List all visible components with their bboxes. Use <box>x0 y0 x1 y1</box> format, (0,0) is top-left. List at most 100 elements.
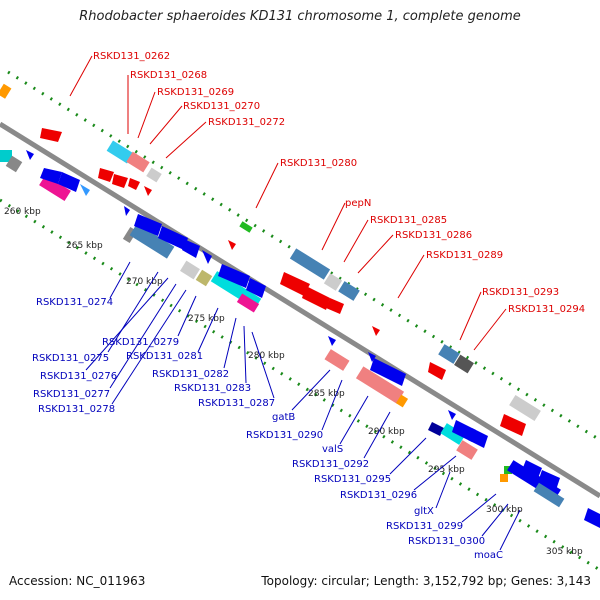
gene-feature[interactable] <box>124 206 130 216</box>
gene-label[interactable]: RSKD131_0278 <box>38 404 115 415</box>
gene-label[interactable]: RSKD131_0280 <box>280 158 357 169</box>
gene-feature[interactable] <box>195 269 213 287</box>
gene-feature[interactable] <box>236 293 260 313</box>
scale-label: 305 kbp <box>546 547 583 557</box>
gene-feature[interactable] <box>126 151 150 173</box>
gene-feature[interactable] <box>246 278 266 298</box>
gene-feature[interactable] <box>533 482 565 508</box>
gene-feature[interactable] <box>500 474 508 482</box>
gene-feature[interactable] <box>146 167 162 183</box>
gene-feature[interactable] <box>202 250 212 264</box>
gene-feature[interactable] <box>158 226 188 250</box>
gene-label[interactable]: RSKD131_0286 <box>395 230 472 241</box>
gene-label[interactable]: RSKD131_0289 <box>426 250 503 261</box>
gene-feature[interactable] <box>112 174 128 188</box>
gene-label[interactable]: valS <box>322 444 343 455</box>
map-title: Rhodobacter sphaeroides KD131 chromosome… <box>79 9 521 24</box>
gene-feature[interactable] <box>456 440 478 460</box>
gene-feature[interactable] <box>180 260 200 280</box>
gene-feature[interactable] <box>228 240 236 250</box>
reverse-strand-features <box>0 150 600 528</box>
gene-feature[interactable] <box>182 240 200 258</box>
gene-label[interactable]: RSKD131_0290 <box>246 430 323 441</box>
gene-feature[interactable] <box>370 358 406 386</box>
gene-feature[interactable] <box>584 508 600 528</box>
gene-feature[interactable] <box>39 174 71 202</box>
scale-label: 275 kbp <box>188 314 225 324</box>
gene-feature[interactable] <box>98 168 114 182</box>
accession-text: Accession: NC_011963 <box>9 574 146 588</box>
gene-label[interactable]: RSKD131_0272 <box>208 117 285 128</box>
gene-feature[interactable] <box>509 394 541 422</box>
gene-feature[interactable] <box>522 460 542 478</box>
gene-label[interactable]: RSKD131_0268 <box>130 70 207 81</box>
gene-feature[interactable] <box>128 178 140 190</box>
gene-feature[interactable] <box>5 155 23 173</box>
gene-label[interactable]: RSKD131_0283 <box>174 383 251 394</box>
reverse-labels: RSKD131_0274 RSKD131_0275 RSKD131_0276 R… <box>32 297 503 561</box>
gene-label[interactable]: gltX <box>414 506 434 517</box>
gene-feature[interactable] <box>428 362 446 380</box>
gene-feature[interactable] <box>40 168 62 184</box>
gene-label[interactable]: RSKD131_0295 <box>314 474 391 485</box>
gene-label[interactable]: RSKD131_0262 <box>93 51 170 62</box>
scale-label: 285 kbp <box>308 389 345 399</box>
gene-feature[interactable] <box>372 326 380 336</box>
gene-feature[interactable] <box>454 354 474 374</box>
scale-label: 270 kbp <box>126 277 163 287</box>
gene-label[interactable]: RSKD131_0287 <box>198 398 275 409</box>
gene-feature[interactable] <box>368 352 376 362</box>
gene-feature[interactable] <box>0 83 12 99</box>
gene-label[interactable]: RSKD131_0269 <box>157 87 234 98</box>
gene-label[interactable]: RSKD131_0296 <box>340 490 417 501</box>
gene-feature[interactable] <box>338 281 360 301</box>
gene-feature[interactable] <box>500 414 526 436</box>
gene-label[interactable]: RSKD131_0300 <box>408 536 485 547</box>
gene-label[interactable]: RSKD131_0294 <box>508 304 585 315</box>
gene-feature[interactable] <box>395 394 409 408</box>
gene-feature[interactable] <box>289 248 331 280</box>
gene-feature[interactable] <box>323 273 343 291</box>
gene-label[interactable]: RSKD131_0270 <box>183 101 260 112</box>
gene-feature[interactable] <box>328 336 336 346</box>
gene-feature[interactable] <box>448 410 456 420</box>
gene-label[interactable]: RSKD131_0292 <box>292 459 369 470</box>
gene-feature[interactable] <box>440 423 466 445</box>
gene-label[interactable]: gatB <box>272 412 295 423</box>
gene-label[interactable]: RSKD131_0299 <box>386 521 463 532</box>
gene-feature[interactable] <box>58 172 80 192</box>
gene-feature[interactable] <box>26 150 34 160</box>
gene-feature[interactable] <box>428 422 444 436</box>
gene-label[interactable]: pepN <box>345 198 371 209</box>
gene-label[interactable]: RSKD131_0274 <box>36 297 113 308</box>
gene-feature[interactable] <box>355 366 405 404</box>
gene-feature[interactable] <box>302 286 330 310</box>
gene-feature[interactable] <box>326 298 344 314</box>
gene-feature[interactable] <box>129 223 175 259</box>
gene-feature[interactable] <box>468 428 488 448</box>
gene-feature[interactable] <box>218 264 250 288</box>
gene-feature[interactable] <box>144 186 152 196</box>
gene-label[interactable]: moaC <box>474 550 503 561</box>
gene-label[interactable]: RSKD131_0285 <box>370 215 447 226</box>
gene-label[interactable]: RSKD131_0276 <box>40 371 117 382</box>
gene-label[interactable]: RSKD131_0293 <box>482 287 559 298</box>
gene-label[interactable]: RSKD131_0277 <box>33 389 110 400</box>
gene-feature[interactable] <box>40 128 62 142</box>
gene-feature[interactable] <box>80 184 90 196</box>
gene-label[interactable]: RSKD131_0275 <box>32 353 109 364</box>
gene-feature[interactable] <box>280 272 310 296</box>
gene-feature[interactable] <box>538 470 560 490</box>
gene-feature[interactable] <box>106 140 134 164</box>
gene-feature[interactable] <box>134 214 162 236</box>
gene-feature[interactable] <box>438 344 460 364</box>
gene-label[interactable]: RSKD131_0282 <box>152 369 229 380</box>
scale-label: 280 kbp <box>248 351 285 361</box>
genome-summary-text: Topology: circular; Length: 3,152,792 bp… <box>261 574 591 588</box>
gene-feature[interactable] <box>0 150 12 162</box>
gene-feature[interactable] <box>324 349 350 371</box>
gene-feature[interactable] <box>239 221 253 233</box>
gene-label[interactable]: RSKD131_0279 <box>102 337 179 348</box>
gene-label[interactable]: RSKD131_0281 <box>126 351 203 362</box>
